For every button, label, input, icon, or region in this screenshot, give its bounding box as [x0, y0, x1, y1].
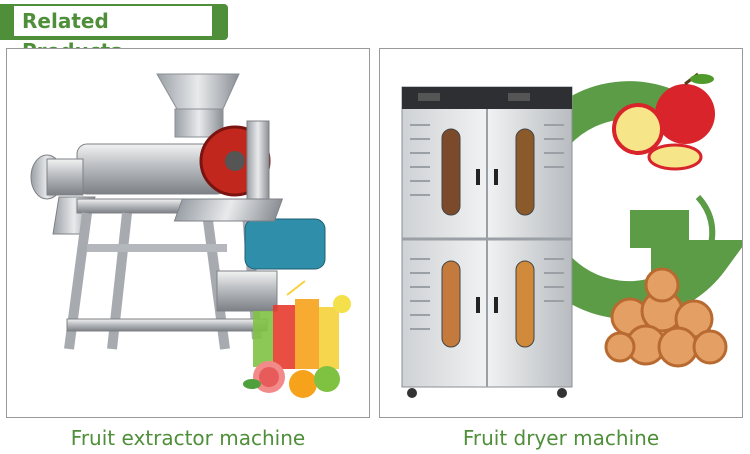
product-name-fruit-dryer[interactable]: Fruit dryer machine	[462, 426, 660, 450]
fruit-extractor-machine-image	[30, 73, 351, 398]
section-title: Related Products	[14, 6, 212, 63]
fruit-dryer-machine-image	[401, 72, 742, 398]
section-header: Related Products	[0, 4, 228, 63]
product-name-fruit-extractor[interactable]: Fruit extractor machine	[70, 426, 306, 450]
product-card-fruit-extractor[interactable]	[6, 48, 370, 418]
product-card-fruit-dryer[interactable]	[379, 48, 743, 418]
